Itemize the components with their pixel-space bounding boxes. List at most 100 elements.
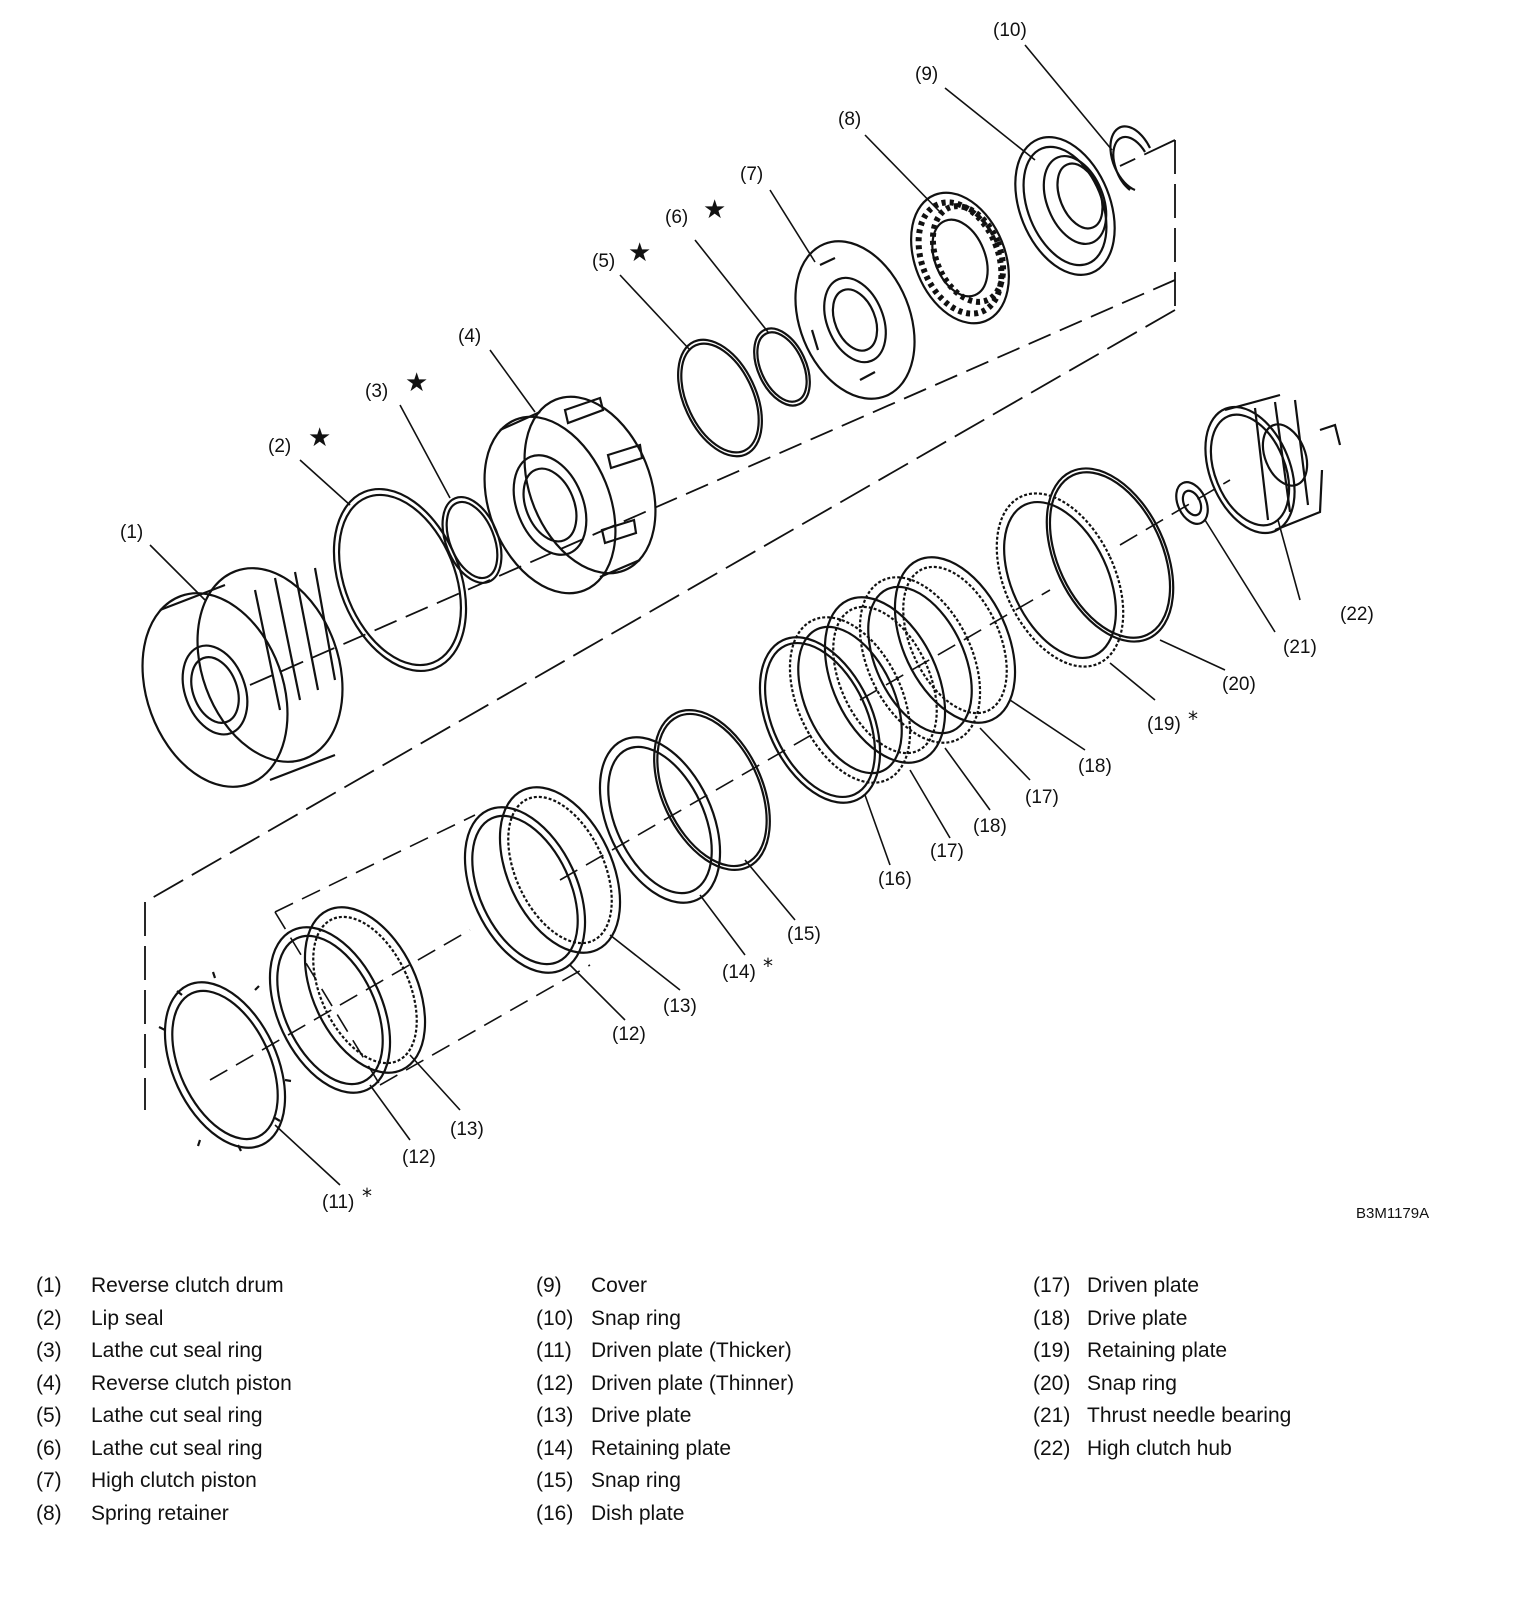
legend-column-2: (9)Cover (10) Snap ring (11) Driven plate … xyxy=(536,1270,794,1530)
legend-label: Drive plate xyxy=(1087,1306,1188,1330)
legend-item: (20)Snap ring xyxy=(1033,1368,1291,1401)
legend-label: Spring retainer xyxy=(91,1501,229,1525)
dish-plate xyxy=(758,636,882,804)
legend-number: (3) xyxy=(36,1339,62,1362)
legend-number: (18) xyxy=(1033,1306,1071,1330)
legend-label: Lathe cut seal ring xyxy=(91,1404,263,1427)
callout-3: (3) xyxy=(365,381,388,402)
high-clutch-hub xyxy=(1204,393,1342,535)
legend-label: High clutch hub xyxy=(1087,1436,1232,1460)
callout-4: (4) xyxy=(458,326,481,347)
legend-label: Reverse clutch piston xyxy=(91,1371,292,1395)
legend-number: (6) xyxy=(36,1436,62,1460)
callout-18-upper: (18) xyxy=(1078,756,1112,777)
spring-retainer xyxy=(910,191,1010,325)
callout-8: (8) xyxy=(838,109,861,130)
callout-5: (5) xyxy=(592,251,615,272)
callout-2: (2) xyxy=(268,436,291,457)
retaining-plate-19 xyxy=(995,492,1125,668)
star-mark-6: ★ xyxy=(703,195,726,225)
legend-column-3: (17) Driven plate (18) Drive plate (19)Ret… xyxy=(1033,1270,1291,1465)
legend-item: (21) Thrust needle bearing xyxy=(1033,1400,1291,1433)
star-mark-5: ★ xyxy=(628,238,651,268)
callout-1: (1) xyxy=(120,522,143,543)
legend-number: (10) xyxy=(536,1306,574,1330)
snap-ring-10 xyxy=(1109,125,1151,192)
legend-number: (11) xyxy=(536,1339,572,1362)
legend-item: (11) Driven plate (Thicker) xyxy=(536,1335,794,1368)
lathe-cut-seal-ring-5 xyxy=(677,338,763,458)
frame-lines xyxy=(144,139,1176,1110)
legend-item: (19)Retaining plate xyxy=(1033,1335,1291,1368)
legend-label: Retaining plate xyxy=(591,1436,732,1460)
legend-number: (4) xyxy=(36,1371,62,1395)
legend-number: (22) xyxy=(1033,1436,1071,1460)
legend-item: (17) Driven plate xyxy=(1033,1270,1291,1303)
legend-label: Snap ring xyxy=(591,1306,681,1330)
callout-22: (22) xyxy=(1340,604,1374,625)
star-mark-3: ★ xyxy=(405,368,428,398)
legend-label: Snap ring xyxy=(1087,1371,1177,1395)
legend-item: (4) Reverse clutch piston xyxy=(36,1368,292,1401)
retaining-plate-14 xyxy=(598,736,722,904)
legend-number: (5) xyxy=(36,1404,62,1427)
thrust-needle-bearing xyxy=(1175,481,1209,525)
legend-number: (14) xyxy=(536,1436,574,1460)
driven-plate-17-upper xyxy=(858,576,982,744)
drive-plate-18-lower xyxy=(823,596,947,764)
callout-11: (11) xyxy=(322,1192,354,1213)
driven-plate-thicker xyxy=(158,971,292,1152)
reference-code: B3M1179A xyxy=(1356,1205,1430,1222)
reverse-clutch-piston xyxy=(483,395,657,595)
callout-12-lower: (12) xyxy=(402,1147,436,1168)
legend-label: Driven plate (Thinner) xyxy=(591,1371,795,1395)
callout-13-upper: (13) xyxy=(663,996,697,1017)
legend-item: (14) Retaining plate xyxy=(536,1433,794,1466)
legend-item: (12) Driven plate (Thinner) xyxy=(536,1368,794,1401)
legend-number: (15) xyxy=(536,1469,574,1492)
legend-label: High clutch piston xyxy=(91,1469,257,1492)
callout-18-lower: (18) xyxy=(973,816,1007,837)
legend-item: (6) Lathe cut seal ring xyxy=(36,1433,292,1466)
snap-ring-20 xyxy=(1045,467,1175,643)
drive-plate-upper xyxy=(498,786,622,954)
legend-number: (21) xyxy=(1033,1404,1071,1427)
legend-label: Lathe cut seal ring xyxy=(91,1339,263,1362)
legend-label: Lathe cut seal ring xyxy=(91,1436,263,1460)
legend-item: (1)Reverse clutch drum xyxy=(36,1270,292,1303)
legend-number: (13) xyxy=(536,1404,574,1427)
legend-number: (7) xyxy=(36,1469,62,1492)
legend-label: Driven plate xyxy=(1087,1274,1200,1297)
leader-lines xyxy=(149,44,1301,1186)
legend-label: Drive plate xyxy=(591,1404,692,1427)
legend-label: Cover xyxy=(591,1274,648,1297)
lower-axis xyxy=(209,479,1231,1086)
callout-6: (6) xyxy=(665,207,688,228)
legend-item: (3) Lathe cut seal ring xyxy=(36,1335,292,1368)
legend-item: (9)Cover xyxy=(536,1270,794,1303)
drive-plate-18-upper xyxy=(893,556,1017,724)
lathe-cut-seal-ring-6 xyxy=(753,327,811,407)
callout-labels: (1) (2) ★ (3) ★ (4) (5) ★ (6) ★ (7) (8) … xyxy=(120,20,1374,1213)
legend-number: (1) xyxy=(36,1274,62,1297)
legend-number: (12) xyxy=(536,1371,574,1395)
legend-label: Thrust needle bearing xyxy=(1087,1404,1292,1427)
callout-9: (9) xyxy=(915,64,938,85)
legend-label: Lip seal xyxy=(91,1306,164,1330)
callout-12-upper: (12) xyxy=(612,1024,646,1045)
legend-number: (17) xyxy=(1033,1274,1071,1297)
legend-column-1: (1)Reverse clutch drum (2) Lip seal (3) La… xyxy=(36,1270,292,1530)
asterisk-mark-19: * xyxy=(1188,707,1198,731)
driven-plate-17-lower xyxy=(788,616,912,784)
callout-21: (21) xyxy=(1283,637,1317,658)
legend-item: (13) Drive plate xyxy=(536,1400,794,1433)
asterisk-mark-11: * xyxy=(362,1184,372,1208)
legend-label: Driven plate (Thicker) xyxy=(591,1339,792,1362)
legend-number: (2) xyxy=(36,1306,62,1330)
callout-17-lower: (17) xyxy=(930,841,964,862)
legend-item: (8)Spring retainer xyxy=(36,1498,292,1531)
exploded-view-diagram: (1) (2) ★ (3) ★ (4) (5) ★ (6) ★ (7) (8) … xyxy=(120,20,1374,1213)
legend-item: (15)Snap ring xyxy=(536,1465,794,1498)
driven-plate-thinner-upper xyxy=(463,806,587,974)
legend-item: (16)Dish plate xyxy=(536,1498,794,1531)
